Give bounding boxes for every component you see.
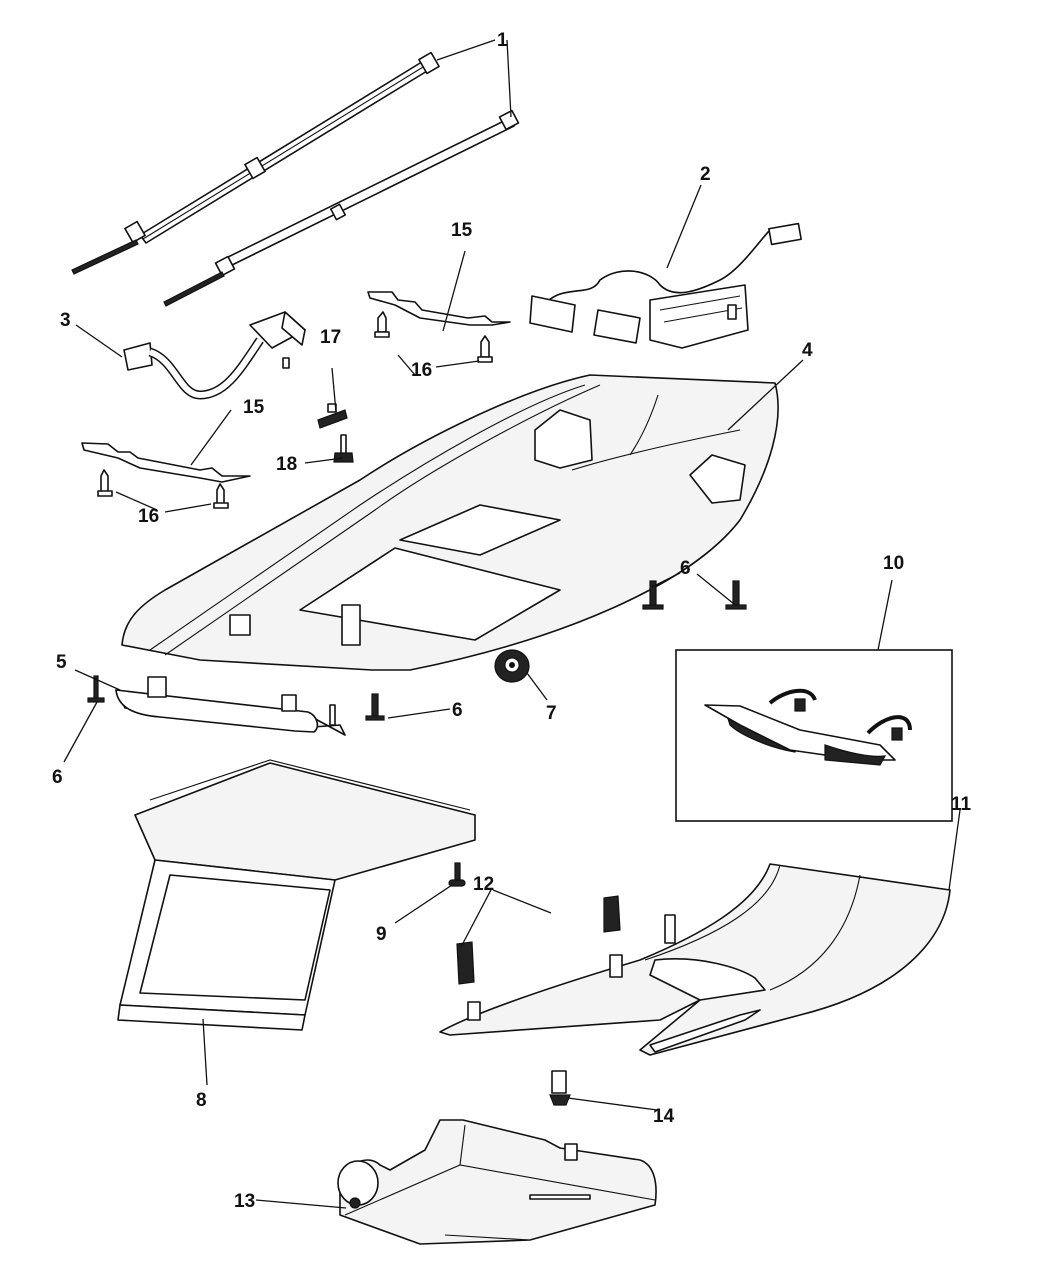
callout-5: 5: [56, 652, 67, 673]
callout-17: 17: [320, 327, 341, 348]
part-3-jumper-harness: [123, 311, 306, 400]
callout-15-lower: 15: [243, 397, 265, 418]
callout-9: 9: [376, 924, 387, 945]
callout-12: 12: [473, 874, 494, 895]
callout-8: 8: [196, 1090, 207, 1111]
part-6-screws: [87, 580, 747, 721]
screw-6-center: [365, 693, 385, 721]
callout-2: 2: [700, 164, 711, 185]
callout-6-center: 6: [452, 700, 463, 721]
part-12-clips: [456, 895, 621, 985]
part-8-video-screen: [117, 759, 476, 1031]
screw-6-left: [87, 675, 105, 703]
callout-16-lower: 16: [138, 506, 159, 527]
callout-13: 13: [234, 1191, 255, 1212]
part-13-rear-module: [337, 1119, 657, 1245]
part-10-inset: [675, 649, 953, 822]
part-5-front-bezel: [115, 676, 346, 736]
callout-18: 18: [276, 454, 297, 475]
callout-10: 10: [883, 553, 904, 574]
callout-4: 4: [802, 340, 813, 361]
part-16-push-pins: [97, 311, 493, 509]
part-7-knob: [494, 649, 530, 683]
screw-6-right-a: [642, 580, 664, 610]
pin-16-c: [97, 469, 113, 497]
part-9-screw: [448, 862, 466, 887]
pin-16-d: [213, 483, 229, 509]
leader-lines: [63, 39, 961, 1209]
callout-1: 1: [497, 30, 508, 51]
inset-frame: [675, 649, 953, 822]
callout-6-left: 6: [52, 767, 63, 788]
pin-16-a: [374, 311, 390, 338]
callout-7: 7: [546, 703, 557, 724]
pin-16-b: [477, 335, 493, 363]
callout-3: 3: [60, 310, 71, 331]
part-1-harness-rails: [71, 51, 520, 307]
part-2-console-harness: [529, 222, 802, 349]
part-11-rear-bezel: [439, 863, 951, 1056]
callout-14: 14: [653, 1106, 675, 1127]
part-18-bolt: [333, 434, 354, 463]
callout-labels: 1 2 3 4 5 6 6 6 7 8 9 10 11 12 13 14 15 …: [52, 30, 972, 1212]
part-4-console-housing: [121, 374, 779, 671]
callout-15-upper: 15: [451, 220, 473, 241]
screw-6-right-b: [725, 580, 747, 610]
part-15-brackets: [81, 291, 511, 483]
callout-11: 11: [951, 794, 972, 815]
part-14-clip: [549, 1070, 571, 1106]
callout-16-upper: 16: [411, 360, 432, 381]
part-17-clip: [317, 403, 348, 429]
callout-6-right: 6: [680, 558, 691, 579]
